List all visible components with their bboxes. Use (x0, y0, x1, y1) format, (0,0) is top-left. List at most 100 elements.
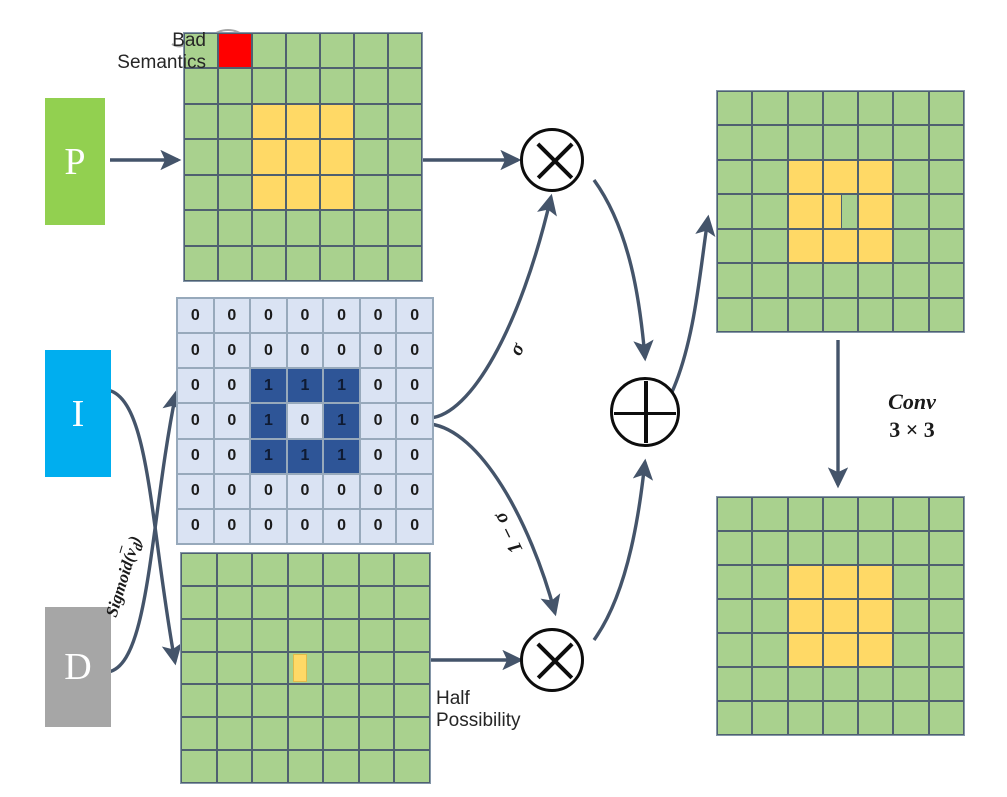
operator-add[interactable] (610, 377, 680, 447)
grid-cell (218, 103, 252, 140)
grid-cell (928, 297, 964, 332)
grid-cell (184, 245, 218, 281)
grid-cell: 0 (396, 438, 433, 474)
operator-multiply-top[interactable] (520, 128, 584, 192)
grid-cell: 0 (177, 403, 214, 439)
grid-cell (252, 210, 286, 246)
grid-cell (752, 297, 788, 332)
grid-cell (752, 228, 788, 264)
grid-cell (216, 585, 253, 619)
grid-cell (184, 33, 218, 69)
grid-cell (354, 174, 388, 211)
grid-cell (216, 750, 253, 783)
source-box-i[interactable]: I (45, 350, 111, 477)
grid-cell: 0 (286, 403, 324, 439)
grid-cell (928, 159, 964, 195)
grid-cell (252, 553, 288, 586)
grid-cell (858, 599, 894, 633)
grid-cell (787, 531, 823, 565)
grid-cell: 0 (359, 298, 397, 334)
grid-cell (358, 750, 395, 783)
source-box-d[interactable]: D (45, 607, 111, 727)
grid-cell: 0 (359, 368, 397, 404)
grid-cell (252, 684, 288, 718)
grid-cell (822, 297, 859, 332)
grid-cell (822, 497, 859, 531)
grid-d (180, 552, 431, 784)
grid-cell (181, 618, 217, 652)
grid-cell (858, 194, 894, 229)
grid-cell: 0 (177, 298, 214, 334)
grid-cell (893, 701, 929, 735)
grid-cell (184, 210, 218, 246)
grid-cell (893, 159, 929, 195)
grid-cell: 0 (250, 333, 287, 369)
grid-cell (717, 531, 753, 565)
grid-cell (323, 684, 359, 718)
grid-cell (394, 651, 430, 685)
grid-cell (323, 618, 359, 652)
grid-cell (218, 174, 252, 211)
grid-cell (218, 245, 252, 281)
grid-cell (893, 667, 929, 701)
operator-multiply-bottom[interactable] (520, 628, 584, 692)
conv-line-1: Conv (888, 389, 936, 414)
grid-cell (286, 68, 320, 104)
grid-cell (216, 651, 253, 685)
source-box-p[interactable]: P (45, 98, 105, 225)
grid-cell (822, 667, 859, 701)
grid-cell: 0 (396, 298, 433, 334)
grid-cell: 0 (359, 333, 397, 369)
grid-cell (320, 103, 354, 140)
grid-cell: 0 (286, 298, 324, 334)
grid-cell (752, 531, 788, 565)
grid-cell (184, 103, 218, 140)
grid-cell (787, 159, 823, 195)
source-box-d-label: D (64, 646, 92, 688)
arrow-mulbot-to-add (592, 458, 654, 641)
grid-cell (320, 68, 354, 104)
grid-cell (216, 684, 253, 718)
grid-cell (287, 553, 324, 586)
grid-cell: 0 (177, 508, 214, 544)
grid-cell (358, 585, 395, 619)
grid-cell (181, 585, 217, 619)
grid-cell (928, 497, 964, 531)
grid-cell (928, 565, 964, 599)
grid-cell (717, 263, 753, 298)
grid-cell (717, 91, 753, 126)
grid-cell (858, 633, 894, 667)
grid-cell: 0 (213, 508, 251, 544)
label-conv: Conv 3 × 3 (852, 388, 972, 443)
grid-cell (928, 531, 964, 565)
grid-cell: 0 (323, 298, 360, 334)
grid-cell (717, 633, 753, 667)
grid-cell (858, 667, 894, 701)
grid-cell (822, 228, 859, 264)
grid-cell (858, 228, 894, 264)
grid-cell (320, 139, 354, 175)
grid-cell (752, 125, 788, 160)
grid-cell: 1 (323, 438, 360, 474)
grid-cell: 0 (177, 438, 214, 474)
grid-cell (320, 174, 354, 211)
grid-cell (388, 174, 422, 211)
grid-cell (252, 750, 288, 783)
grid-cell (287, 585, 324, 619)
grid-cell (252, 33, 286, 69)
grid-cell (286, 210, 320, 246)
grid-cell (893, 91, 929, 126)
grid-cell (893, 531, 929, 565)
grid-cell: 0 (323, 473, 360, 509)
grid-p (183, 32, 423, 282)
grid-conv (716, 496, 965, 736)
grid-cell (354, 139, 388, 175)
grid-cell: 0 (286, 508, 324, 544)
grid-cell (787, 667, 823, 701)
grid-cell (928, 263, 964, 298)
grid-cell (323, 585, 359, 619)
grid-cell: 1 (286, 438, 324, 474)
grid-cell: 0 (250, 473, 287, 509)
